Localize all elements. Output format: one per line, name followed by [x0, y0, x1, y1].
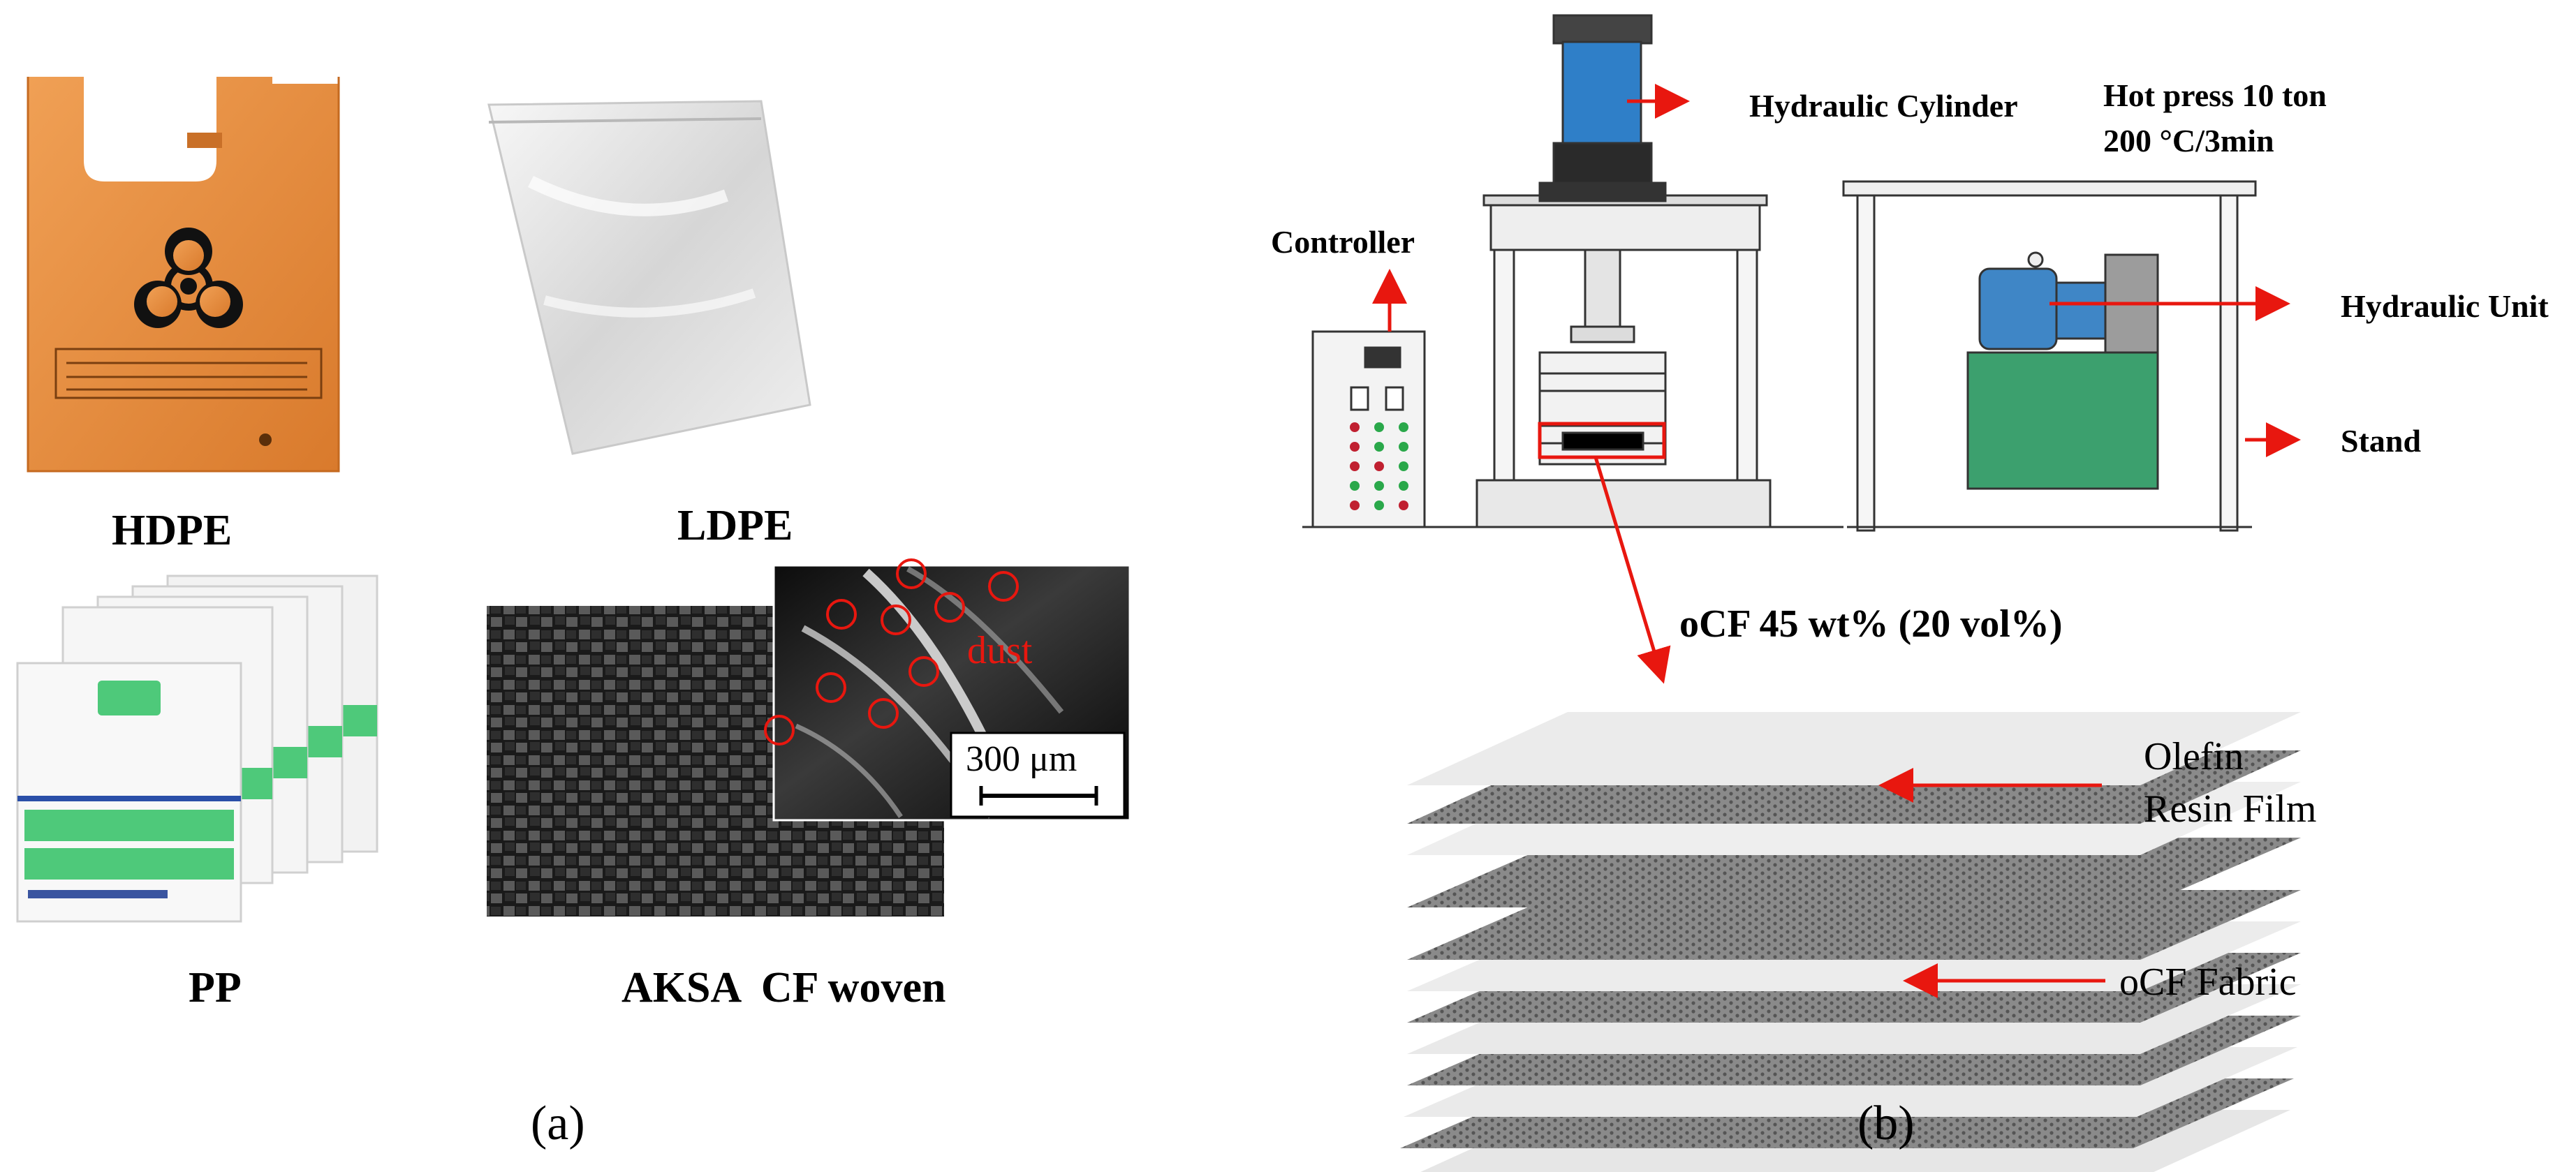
label-ocf-fabric: oCF Fabric: [2119, 960, 2297, 1004]
label-controller: Controller: [1271, 224, 1415, 260]
label-hydraulic-unit: Hydraulic Unit: [2341, 288, 2549, 324]
laminate-stack-diagram: [1400, 712, 2301, 1172]
callout-arrows: [1372, 84, 2301, 998]
label-stand: Stand: [2341, 423, 2422, 459]
press-spec-line1: Hot press 10 ton: [2103, 77, 2327, 113]
dust-annotation: dust: [967, 629, 1033, 672]
hydraulic-unit-diagram: [1842, 180, 2257, 532]
press-spec-line2: 200 °C/3min: [2103, 123, 2274, 158]
caption-b: (b): [1857, 1097, 1915, 1150]
cf-microscope-inset: [764, 558, 1131, 822]
dust-circles: [764, 558, 1019, 746]
label-cf-woven: AKSA CF woven: [621, 964, 946, 1011]
label-hydraulic-cylinder: Hydraulic Cylinder: [1749, 88, 2018, 124]
label-hdpe: HDPE: [112, 507, 233, 554]
scale-bar-label: 300 μm: [966, 739, 1077, 779]
hot-press-diagram: [1302, 14, 1843, 528]
label-olefin: Olefin: [2144, 735, 2244, 778]
pp-sheets-photo: [16, 574, 378, 923]
caption-a: (a): [531, 1097, 585, 1150]
hdpe-bag-photo: [27, 77, 340, 473]
ldpe-bag-photo: [487, 100, 811, 455]
label-composite-fraction: oCF 45 wt% (20 vol%): [1679, 602, 2063, 646]
label-resin-film: Resin Film: [2144, 787, 2317, 831]
sample-highlight-box: [1538, 422, 1666, 459]
label-pp: PP: [189, 964, 242, 1011]
label-ldpe: LDPE: [677, 502, 793, 549]
